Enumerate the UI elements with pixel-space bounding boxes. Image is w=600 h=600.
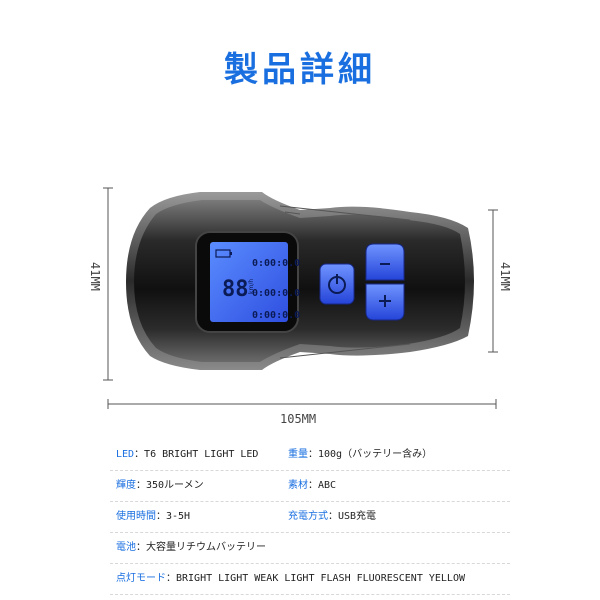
minus-button[interactable] [365,243,405,281]
height-label-right: 41MM [498,262,512,291]
lcd-screen [210,242,288,322]
spec-row: 電池：大容量リチウムバッテリー [110,533,510,564]
spec-key-brightness: 輝度 [116,480,136,491]
spec-value-charge: ：USB充電 [328,511,377,522]
spec-value-weight: ：100g（バッテリー含み） [308,449,433,460]
spec-key-battery: 電池 [116,542,136,553]
spec-key-usage: 使用時間 [116,511,156,522]
spec-value-brightness: ：350ルーメン [136,480,204,491]
spec-key-mode: 点灯モード [116,573,166,584]
spec-value-led: ：T6 BRIGHT LIGHT LED [134,449,259,460]
lcd-time-1: 0:00:0.0 [252,258,300,269]
power-button[interactable] [319,263,355,305]
lcd-time-2: 0:00:0.0 [252,288,300,299]
spec-key-charge: 充電方式 [288,511,328,522]
spec-key-material: 素材 [288,480,308,491]
height-label-left: 41MM [88,262,102,291]
spec-row: 輝度：350ルーメン 素材：ABC [110,471,510,502]
spec-value-usage: ：3-5H [156,511,191,522]
page-title: 製品詳細 [224,50,376,90]
spec-row: 点灯モード：BRIGHT LIGHT WEAK LIGHT FLASH FLUO… [110,564,510,595]
dimension-lines [103,187,498,409]
spec-row: 使用時間：3-5H 充電方式：USB充電 [110,502,510,533]
spec-value-material: ：ABC [308,480,337,491]
lcd-time-3: 0:00:0.0 [252,310,300,321]
spec-row: LED：T6 BRIGHT LIGHT LED 重量：100g（バッテリー含み） [110,440,510,471]
spec-value-mode: ：BRIGHT LIGHT WEAK LIGHT FLASH FLUORESCE… [166,573,465,584]
spec-value-battery: ：大容量リチウムバッテリー [136,542,266,553]
spec-key-weight: 重量 [288,449,308,460]
spec-table: LED：T6 BRIGHT LIGHT LED 重量：100g（バッテリー含み）… [110,440,510,595]
spec-key-led: LED [116,449,135,460]
bike-light-body: 88 km/h 0:00:0.0 0:00:0.0 0:00:0.0 [126,192,474,370]
plus-button[interactable] [365,283,405,321]
lcd-speed-unit: km/h [248,279,255,294]
lcd-speed: 88 [222,277,249,302]
width-label: 105MM [280,412,317,426]
